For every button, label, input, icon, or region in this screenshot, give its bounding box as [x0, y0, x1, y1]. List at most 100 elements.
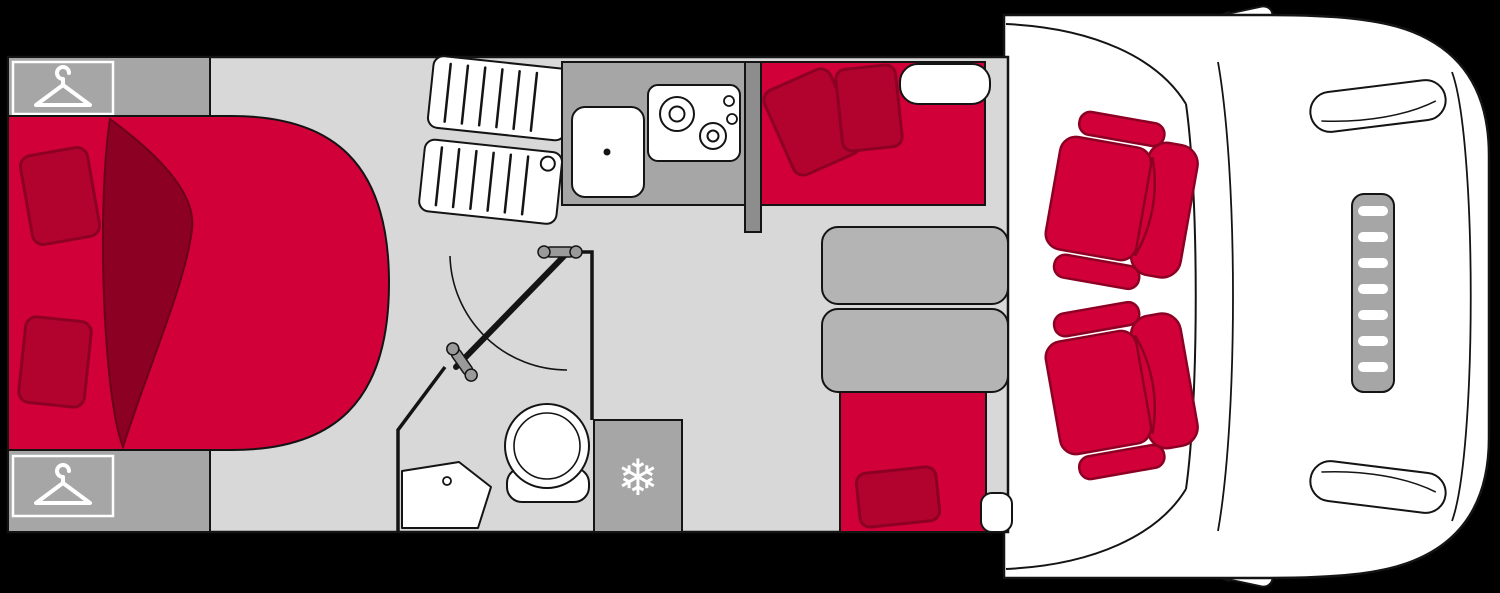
slat-line — [529, 71, 539, 132]
headlight-shape — [1309, 79, 1447, 133]
burner-large — [659, 96, 695, 132]
grille-slat — [1358, 284, 1388, 294]
kitchen — [561, 61, 747, 206]
hanger-icon — [34, 65, 92, 107]
drain-circle — [539, 155, 556, 172]
mixer-knob — [464, 368, 478, 382]
grille-slat — [1358, 206, 1388, 216]
slat-line — [477, 66, 487, 127]
headlight-bottom — [1309, 460, 1447, 514]
duvet-fold — [101, 117, 194, 450]
seat-armrest — [1052, 253, 1141, 291]
kitchen-sink — [571, 106, 645, 198]
dinette-seat-rear — [839, 391, 1013, 533]
slat-line — [434, 146, 444, 207]
bumper-line — [1451, 71, 1472, 522]
burner-small-inner — [706, 129, 720, 143]
dinette-table — [821, 226, 1009, 393]
slat-line — [486, 151, 495, 212]
hanger-icon — [34, 463, 92, 505]
wardrobe-door — [11, 60, 115, 116]
fridge: ❄ — [593, 419, 683, 533]
pillow-shape — [18, 146, 102, 246]
mixer-knob — [569, 245, 583, 259]
bed-pillow — [17, 315, 93, 409]
toilet — [504, 403, 590, 503]
hood-line — [1217, 61, 1234, 532]
hob — [647, 84, 741, 162]
headlight-shape — [1309, 460, 1447, 514]
bathroom — [396, 245, 594, 532]
seat-armrest — [1052, 300, 1141, 338]
shower-cabinet — [418, 55, 572, 225]
passenger-seat — [1044, 110, 1199, 291]
dinette-seat-front — [760, 61, 991, 206]
slat-line — [469, 149, 478, 211]
slat-line — [512, 69, 521, 131]
table-half — [821, 226, 1009, 305]
wardrobe-door — [11, 454, 115, 518]
grille-slat — [1358, 232, 1388, 242]
pillow-shape — [17, 315, 93, 409]
seat-armrest — [1077, 110, 1166, 148]
driver-seat — [1044, 300, 1199, 481]
toilet-lid-line — [513, 412, 581, 480]
bathroom-door — [453, 250, 570, 370]
table-half — [821, 308, 1009, 393]
mixer-knob — [446, 342, 460, 356]
slat-line — [495, 68, 504, 129]
hanger-triangle — [34, 481, 92, 505]
mixer-knob — [537, 245, 551, 259]
burner-small — [699, 122, 727, 150]
bathroom-sink — [401, 461, 492, 529]
seat-headrest — [980, 492, 1013, 533]
sink-faucet — [442, 476, 452, 486]
slat-line — [443, 62, 452, 123]
seat-contour — [1133, 157, 1156, 257]
grille-slat — [1358, 362, 1388, 372]
hanger-triangle — [34, 83, 92, 107]
slat-line — [520, 155, 530, 216]
headlight-top — [1309, 79, 1447, 133]
grille-slat — [1358, 336, 1388, 346]
hanger-hook — [55, 65, 71, 87]
partition-wall — [744, 61, 762, 233]
hob-knob — [723, 95, 735, 107]
hanger-hook — [55, 463, 71, 485]
slat-line — [503, 153, 513, 214]
pillow-shape — [854, 465, 942, 529]
hob-knob — [726, 113, 738, 125]
seat-cushion — [1044, 135, 1153, 262]
shower-mixer — [537, 245, 583, 259]
vehicle-cab — [1002, 5, 1491, 588]
hob-top — [647, 84, 741, 162]
pillow-shape — [834, 63, 904, 153]
grille-slat — [1358, 310, 1388, 320]
grille-slat — [1358, 258, 1388, 268]
wardrobe-bottom — [7, 449, 211, 533]
slat-line — [451, 148, 461, 209]
grille — [1351, 193, 1395, 393]
headlight-detail — [1321, 470, 1437, 493]
headlight-detail — [1321, 100, 1437, 123]
seat-pillow — [834, 63, 904, 153]
bed-pillow — [18, 146, 102, 246]
slat-line — [460, 64, 470, 125]
sink-shape — [401, 461, 492, 529]
shower-mixer — [446, 342, 478, 382]
seat-cushion — [1044, 329, 1153, 456]
burner-large-inner — [668, 105, 686, 123]
rear-island-bed — [7, 115, 391, 451]
snowflake-icon: ❄ — [617, 449, 659, 507]
toilet-bowl — [504, 403, 590, 489]
wardrobe-body — [7, 56, 211, 119]
seat-pillow — [854, 465, 942, 529]
windshield-edge — [1185, 103, 1197, 490]
a-pillar-top — [1005, 23, 1187, 105]
wardrobe-top — [7, 56, 211, 119]
wardrobe-body — [7, 449, 211, 533]
sink-drain — [603, 148, 611, 156]
seat-armrest — [1077, 443, 1166, 481]
